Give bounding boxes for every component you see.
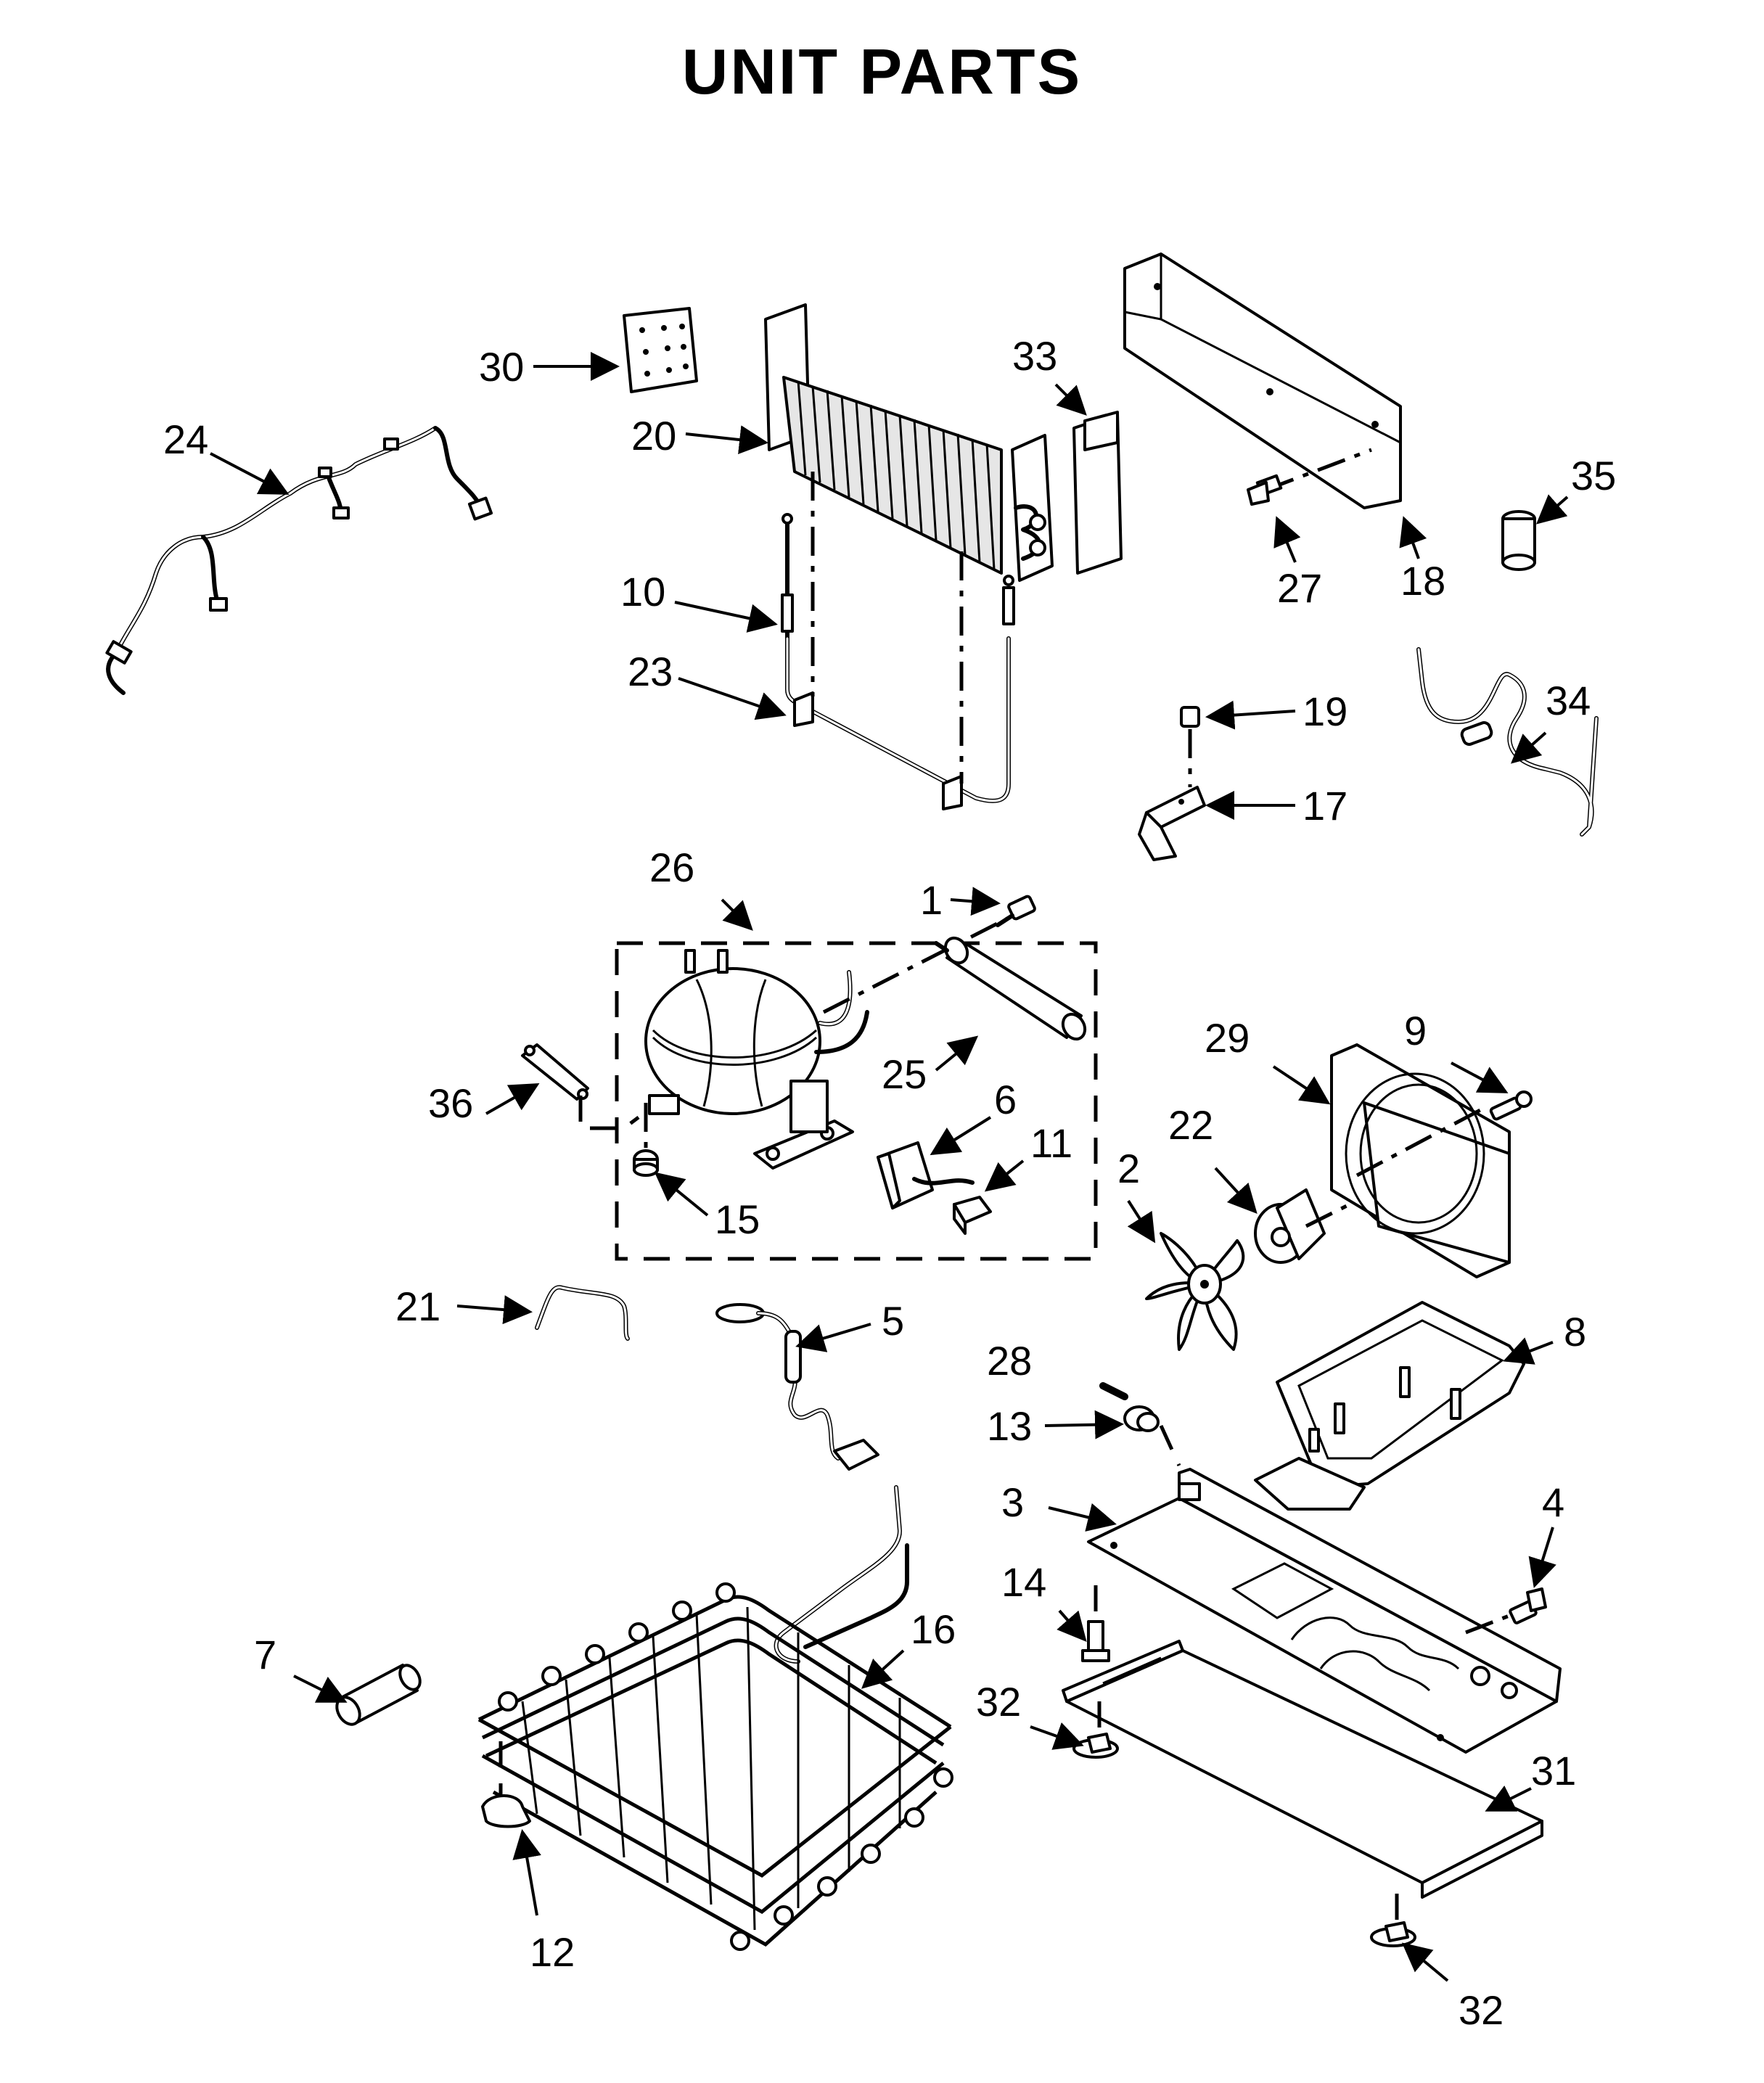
part-36	[521, 1043, 640, 1130]
callout-11: 11	[1030, 1120, 1072, 1166]
fan-blade-part-2	[1145, 1232, 1245, 1351]
leader-lines	[210, 352, 1569, 1982]
part-35	[1501, 510, 1536, 571]
callout-22: 22	[1168, 1102, 1213, 1148]
relay-part-6	[877, 1141, 975, 1209]
grommet-part-13	[1123, 1405, 1181, 1467]
callout-14: 14	[1001, 1559, 1046, 1605]
callout-34: 34	[1546, 678, 1591, 723]
callout-4: 4	[1542, 1479, 1564, 1525]
diagram-title: UNIT PARTS	[681, 36, 1083, 107]
clip-part-12	[481, 1741, 531, 1828]
callout-31: 31	[1531, 1748, 1576, 1794]
callout-36: 36	[428, 1080, 473, 1126]
foot-part-32-left	[1072, 1701, 1119, 1759]
callout-25: 25	[882, 1051, 927, 1097]
callout-24: 24	[163, 416, 208, 462]
callout-29: 29	[1205, 1015, 1250, 1061]
compressor-assembly-box-26	[615, 941, 1098, 1261]
callout-30: 30	[479, 344, 524, 390]
screw-part-14	[1081, 1585, 1110, 1662]
callout-17: 17	[1303, 783, 1347, 829]
cover-part-18	[1123, 252, 1402, 509]
callout-27: 27	[1277, 565, 1322, 611]
tubing-part-34	[1416, 647, 1599, 837]
foot-part-32-right	[1370, 1894, 1416, 1947]
screw-part-19	[1180, 706, 1200, 787]
callout-1: 1	[920, 877, 943, 923]
callout-19: 19	[1303, 689, 1347, 734]
callout-21: 21	[395, 1283, 440, 1329]
screw-part-27	[1247, 448, 1372, 506]
part-11	[953, 1196, 992, 1235]
callout-32-lower: 32	[1459, 1987, 1503, 2033]
callout-18: 18	[1400, 558, 1445, 604]
callout-5: 5	[882, 1298, 904, 1344]
evaporator-part-20	[764, 303, 1054, 582]
callout-13: 13	[987, 1403, 1032, 1449]
panel-part-31	[1062, 1640, 1543, 1899]
callout-28: 28	[987, 1338, 1032, 1384]
callout-35: 35	[1571, 453, 1616, 498]
bracket-part-17	[1138, 786, 1206, 861]
callout-labels: 30 20 33 24 35 18 27 10 23 19 17 34 26 1…	[163, 333, 1616, 2033]
pin-part-28	[1099, 1382, 1128, 1400]
condenser-part-16	[477, 1485, 953, 1951]
screw-part-1	[822, 895, 1036, 1014]
callout-33: 33	[1012, 333, 1057, 379]
drain-heater-part-23	[785, 575, 1015, 810]
callout-32-upper: 32	[976, 1679, 1021, 1725]
screw-part-4	[1465, 1587, 1547, 1635]
callout-7: 7	[254, 1632, 276, 1677]
callout-12: 12	[530, 1929, 575, 1975]
fan-motor-part-22	[1254, 1188, 1351, 1264]
base-tray-part-3	[1087, 1468, 1562, 1754]
part-7	[335, 1664, 422, 1726]
drier-part-25	[934, 936, 1087, 1041]
screw-part-9	[1355, 1090, 1533, 1178]
callout-20: 20	[631, 413, 676, 459]
callout-3: 3	[1001, 1479, 1024, 1525]
compressor-part-26	[644, 949, 869, 1170]
callout-15: 15	[715, 1196, 760, 1242]
wire-harness-part-24	[105, 426, 493, 695]
part-21	[535, 1285, 630, 1341]
callout-26: 26	[649, 845, 694, 890]
part-33	[1072, 411, 1123, 575]
heater-part-10	[781, 513, 794, 641]
callout-2: 2	[1117, 1146, 1140, 1191]
fan-shroud-part-29	[1330, 1043, 1511, 1278]
grommet-part-15	[633, 1103, 659, 1177]
callout-8: 8	[1564, 1309, 1586, 1355]
callout-10: 10	[620, 569, 665, 615]
callout-23: 23	[628, 649, 673, 694]
callout-6: 6	[994, 1077, 1017, 1122]
drain-pan-part-8	[1254, 1301, 1525, 1511]
part-30	[623, 307, 698, 393]
callout-16: 16	[911, 1606, 956, 1652]
callout-9: 9	[1404, 1008, 1427, 1053]
